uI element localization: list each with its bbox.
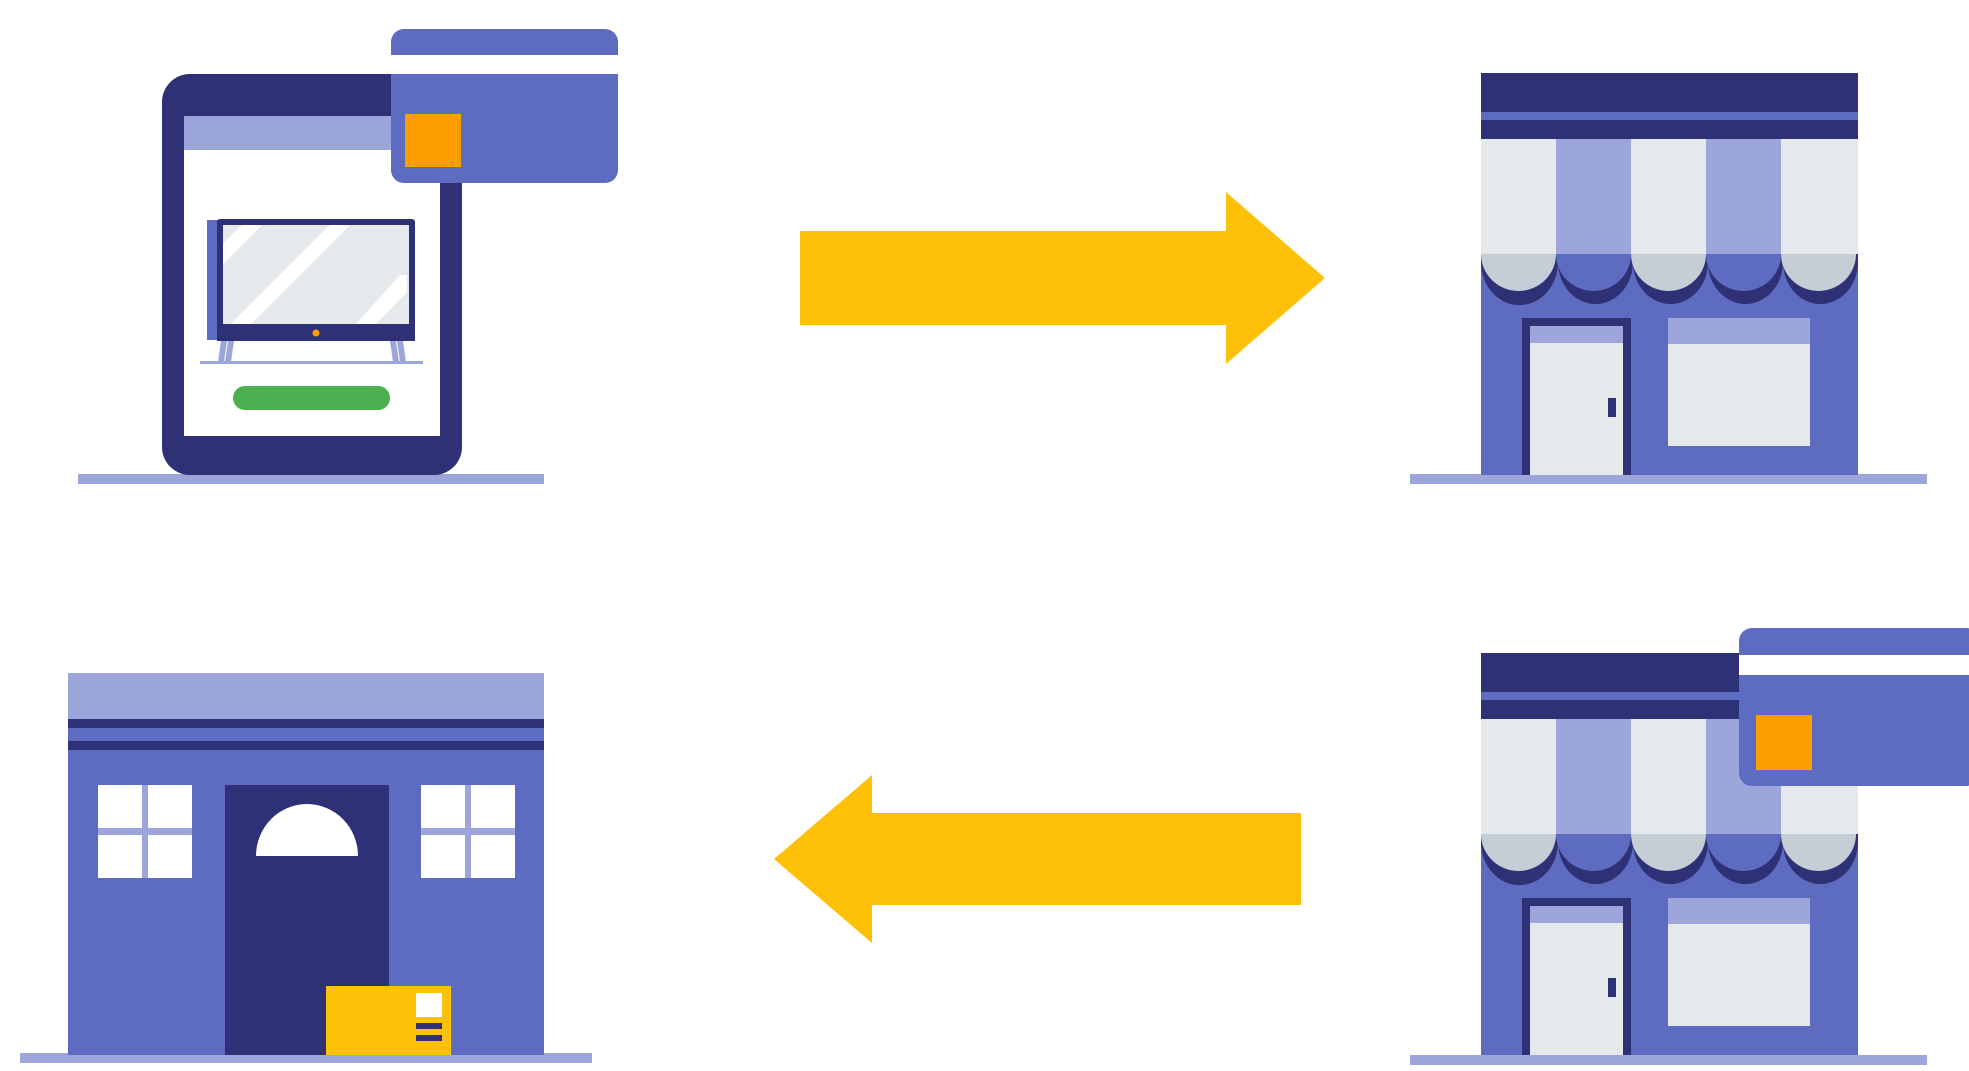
house-window-left xyxy=(98,785,192,878)
arrow-right-icon xyxy=(800,192,1325,364)
house-window-right xyxy=(421,785,515,878)
package-icon xyxy=(326,986,451,1055)
home-delivery-panel xyxy=(20,673,592,1063)
store-panel xyxy=(1410,73,1927,484)
credit-card-icon xyxy=(1739,628,1969,786)
buy-button xyxy=(233,386,390,410)
storefront-icon xyxy=(1481,73,1858,475)
house-icon xyxy=(68,673,544,1055)
ground-line xyxy=(1410,1055,1927,1065)
store-payment-panel xyxy=(1410,628,1969,1065)
ground-line xyxy=(78,474,544,484)
online-purchase-panel xyxy=(78,29,618,484)
credit-card-icon xyxy=(391,29,618,183)
ground-line xyxy=(1410,474,1927,484)
arrow-left-icon xyxy=(774,775,1301,943)
